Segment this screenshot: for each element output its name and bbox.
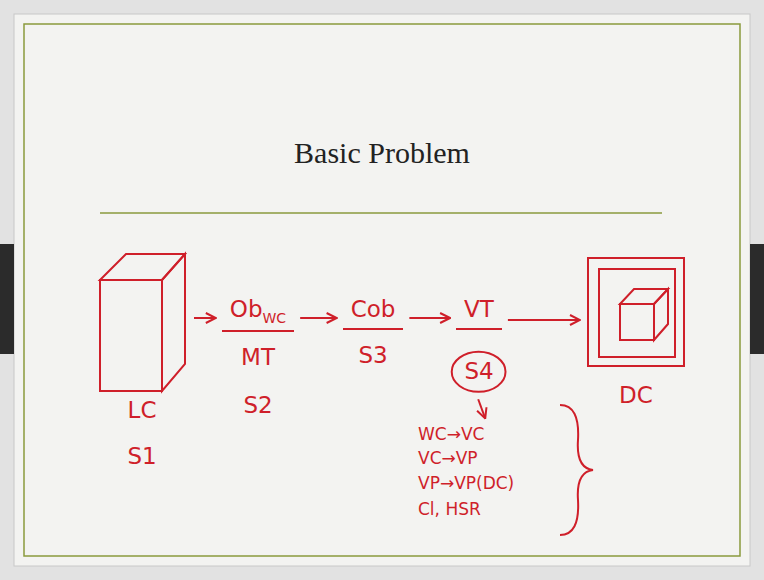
- device-coordinates-screen: DC: [586, 256, 686, 410]
- handwritten-label: LC: [128, 397, 157, 423]
- handwritten-label: WC: [263, 310, 287, 326]
- handwritten-label: WC→VC: [418, 424, 484, 444]
- flow-arrow: [194, 317, 216, 319]
- handwritten-label: S4: [464, 358, 493, 384]
- text-row: Cl, HSR: [418, 499, 481, 519]
- text-row: VT: [456, 296, 502, 330]
- handwritten-label: Cl, HSR: [418, 499, 481, 519]
- flow-arrow: [508, 319, 580, 321]
- text-row: LC: [128, 397, 157, 425]
- clipped-object-stage: CobS3: [343, 296, 404, 369]
- text-row: S4: [464, 358, 493, 386]
- text-row: VP→VP(DC): [418, 473, 514, 493]
- text-row: MT: [241, 344, 275, 372]
- slide-title: Basic Problem: [0, 136, 764, 170]
- text-row: WC→VC: [418, 424, 484, 444]
- text-row: S2: [243, 392, 272, 420]
- text-row: S3: [358, 342, 387, 370]
- screen-drawing: [586, 256, 686, 368]
- flow-arrow: [300, 317, 336, 319]
- handwritten-label: S2: [243, 392, 272, 418]
- flow-arrow: [409, 317, 450, 319]
- handwritten-label: VC→VP: [418, 448, 478, 468]
- handwritten-label: VP→VP(DC): [418, 473, 514, 493]
- local-coordinates-object: LC S1: [96, 250, 188, 470]
- text-row: DC: [619, 382, 653, 410]
- curly-brace: [560, 405, 593, 535]
- text-row: Cob: [343, 296, 404, 330]
- flow-arrow: [478, 399, 485, 418]
- handwritten-label: S3: [358, 342, 387, 368]
- handwritten-label: Ob: [230, 296, 263, 322]
- viewing-steps-list: WC→VC VC→VP VP→VP(DC) Cl, HSR: [418, 424, 514, 520]
- slide-border: [24, 24, 740, 556]
- text-row: ObWC: [222, 296, 294, 332]
- stage-number-circle: S4: [450, 350, 507, 394]
- handwritten-label: MT: [241, 344, 275, 370]
- side-bar: [750, 244, 764, 354]
- cube-drawing: [96, 250, 188, 395]
- handwritten-label: DC: [619, 382, 653, 408]
- handwritten-label: VT: [464, 296, 494, 322]
- title-rule: [100, 212, 662, 214]
- viewing-transform-stage: VT: [456, 296, 502, 330]
- handwritten-label: Cob: [351, 296, 396, 322]
- slide-panel: [14, 14, 750, 566]
- text-row: VC→VP: [418, 448, 478, 468]
- handwritten-label: S1: [127, 443, 156, 469]
- modeling-transform-stage: ObWC MT S2: [222, 296, 294, 420]
- side-bar: [0, 244, 14, 354]
- text-row: S1: [127, 443, 156, 471]
